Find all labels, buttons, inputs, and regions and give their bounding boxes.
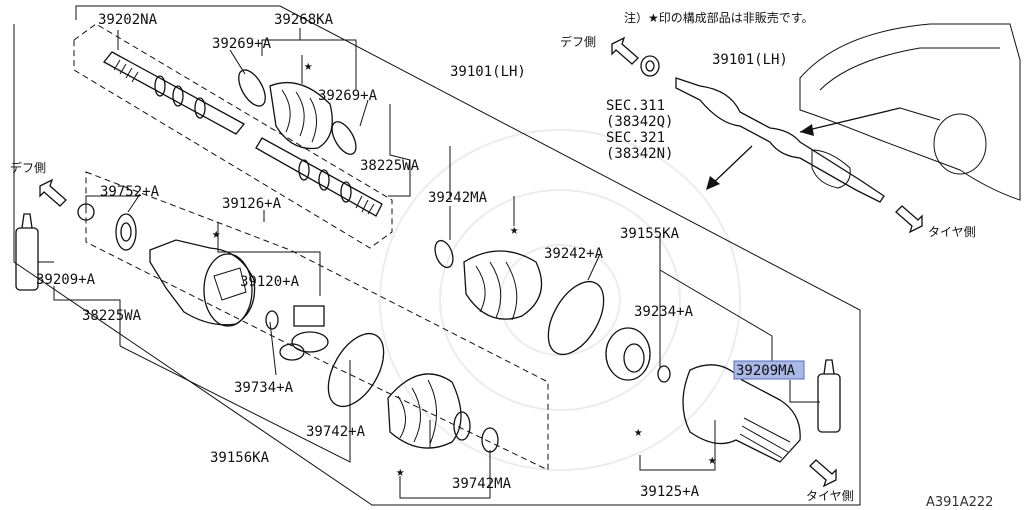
inset-drive-shaft	[640, 55, 885, 203]
drive-shaft-lower	[255, 137, 383, 217]
tripod-spider	[279, 305, 329, 361]
watermark	[379, 129, 741, 471]
inner-joint-housing	[77, 203, 279, 330]
label-diff-side-top: デフ側	[560, 34, 596, 49]
leader-lines	[37, 28, 820, 499]
label-38225wa-top[interactable]: 38225WA	[360, 158, 420, 174]
highlight-box	[733, 360, 805, 380]
label-39155ka[interactable]: 39155KA	[620, 226, 680, 242]
label-39734a[interactable]: 39734+A	[234, 380, 294, 396]
label-39125a[interactable]: 39125+A	[640, 484, 700, 500]
note-text: 注）★印の構成部品は非販売です。	[624, 10, 814, 25]
star-icon: ★	[634, 424, 643, 440]
label-39209ma[interactable]: 39209MA	[736, 363, 796, 379]
arrow-tire-bottom	[809, 459, 837, 488]
label-tire-side-right: タイヤ側	[928, 225, 976, 239]
label-39101lh-inset[interactable]: 39101(LH)	[712, 52, 788, 68]
label-39202na[interactable]: 39202NA	[98, 12, 158, 28]
inset-labels: 注）★印の構成部品は非販売です。 39101(LH) SEC.311 (3834…	[606, 10, 814, 162]
label-sec321-code: (38342N)	[606, 146, 673, 162]
label-sec311-code: (38342Q)	[606, 114, 673, 130]
part-labels: 39202NA 39268KA 39269+A 39269+A 39101(LH…	[36, 12, 796, 500]
outer-joint-housing	[682, 364, 801, 463]
star-icon: ★	[510, 222, 519, 238]
grease-tube-left	[15, 213, 39, 291]
frame-outline	[13, 5, 861, 506]
label-39242ma[interactable]: 39242MA	[428, 190, 488, 206]
star-icon: ★	[304, 58, 313, 74]
inner-small-boot	[238, 69, 357, 155]
label-sec321[interactable]: SEC.321	[606, 130, 665, 146]
label-sec311[interactable]: SEC.311	[606, 98, 665, 114]
arrow-diff-top	[611, 36, 639, 65]
inset-arrows	[706, 107, 901, 190]
label-38225wa-left[interactable]: 38225WA	[82, 308, 142, 324]
label-39101lh-main[interactable]: 39101(LH)	[450, 64, 526, 80]
diagram-reference: A391A222	[926, 495, 993, 510]
label-39742a[interactable]: 39742+A	[306, 424, 366, 440]
label-39752a[interactable]: 39752+A	[100, 184, 160, 200]
grease-tube-right	[817, 359, 841, 433]
star-icon: ★	[396, 464, 405, 480]
outer-boot-upper	[434, 239, 605, 355]
arrow-diff-left	[39, 178, 67, 207]
label-39242a[interactable]: 39242+A	[544, 246, 604, 262]
label-39269a-top[interactable]: 39269+A	[212, 36, 272, 52]
label-39269a-mid[interactable]: 39269+A	[318, 88, 378, 104]
label-diff-side-left: デフ側	[10, 160, 46, 175]
label-39742ma[interactable]: 39742MA	[452, 476, 512, 492]
label-39120a[interactable]: 39120+A	[240, 274, 300, 290]
label-39126a[interactable]: 39126+A	[222, 196, 282, 212]
inset-vehicle-outline	[799, 23, 1021, 201]
drive-shaft-upper	[103, 51, 245, 135]
arrow-tire-right	[895, 205, 923, 234]
label-39234a[interactable]: 39234+A	[634, 304, 694, 320]
inner-boot-lower	[327, 333, 499, 453]
label-39156ka[interactable]: 39156KA	[210, 450, 270, 466]
shaft-group-outline	[73, 23, 393, 249]
label-tire-side-bottom: タイヤ側	[806, 489, 854, 503]
label-39209a[interactable]: 39209+A	[36, 272, 96, 288]
label-39268ka[interactable]: 39268KA	[274, 12, 334, 28]
inner-joint-group-outline	[85, 171, 549, 471]
outer-joint-cage	[605, 327, 671, 383]
star-icon: ★	[212, 226, 221, 242]
star-icon: ★	[708, 452, 717, 468]
